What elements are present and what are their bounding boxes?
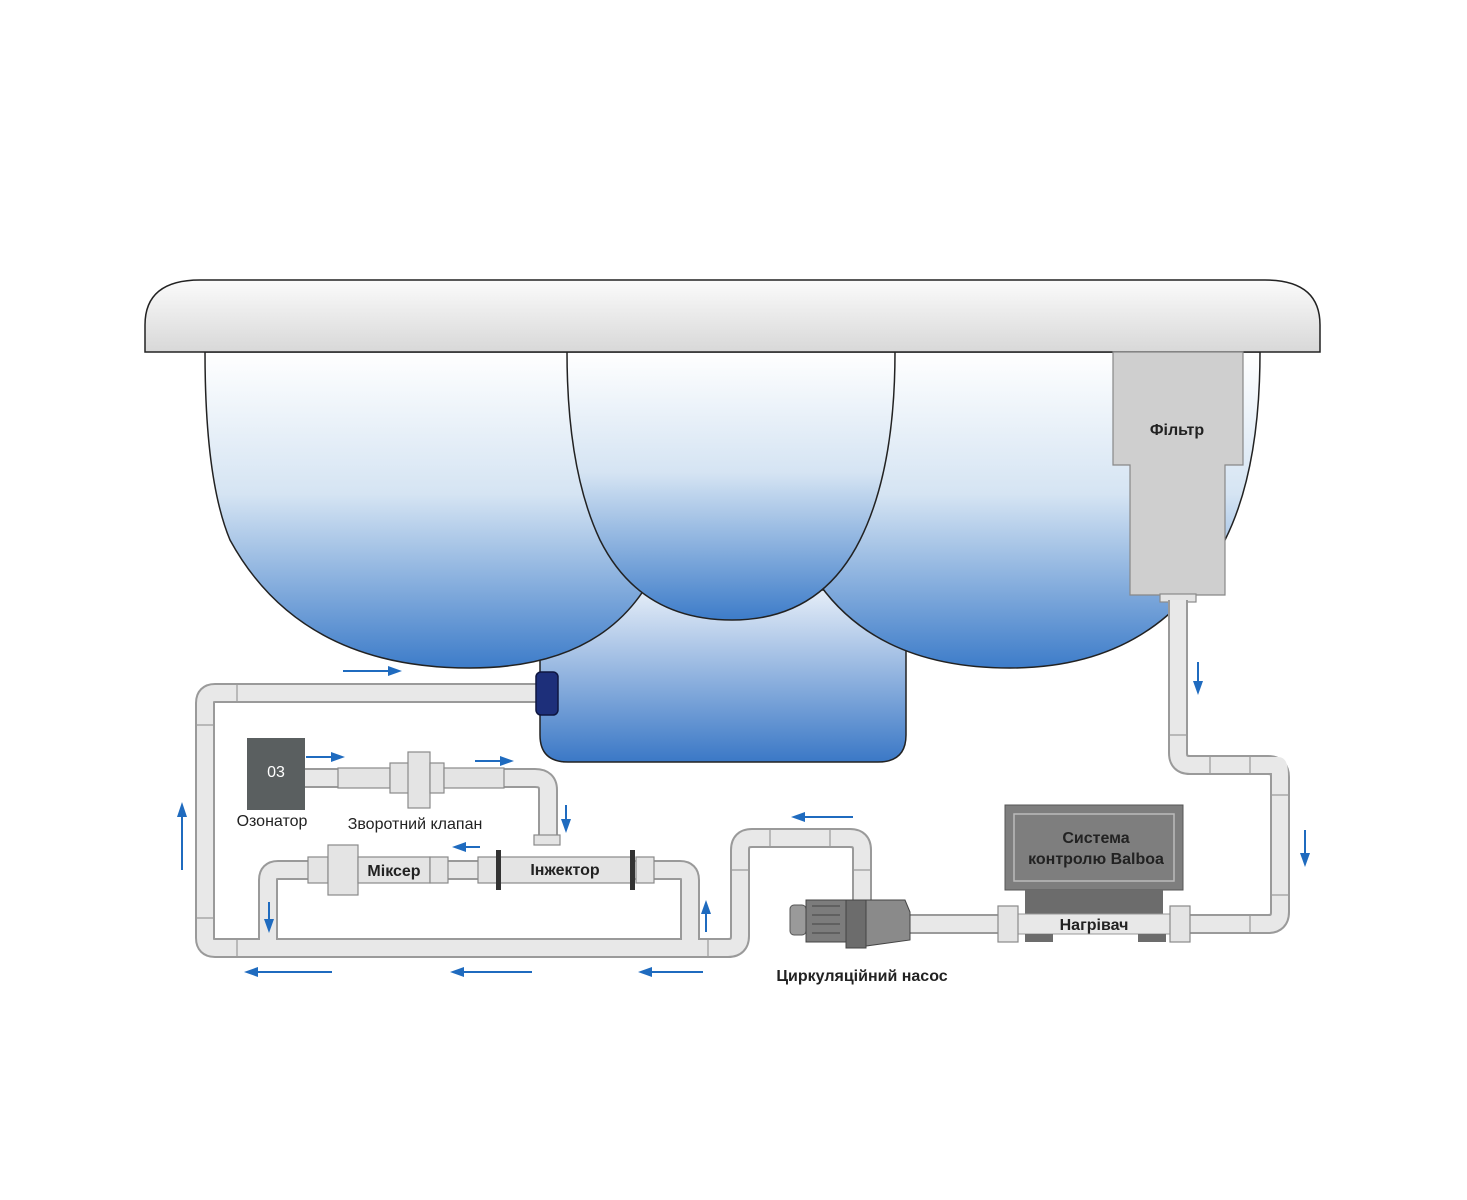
- arrow-left-icon: [638, 967, 703, 977]
- circulation-pump: Циркуляційний насос: [776, 899, 948, 985]
- arrow-up-icon: [701, 900, 711, 932]
- arrow-down-icon: [561, 805, 571, 833]
- arrow-left-icon: [450, 967, 532, 977]
- heater: Нагрівач: [997, 905, 1191, 943]
- jet-fitting: [535, 671, 559, 716]
- ozone-branch: Зворотний клапан: [300, 751, 561, 846]
- arrow-left-icon: [452, 842, 480, 852]
- arrow-right-icon: [475, 756, 514, 766]
- ozonator-box-label: 03: [267, 764, 285, 781]
- arrow-right-icon: [306, 752, 345, 762]
- arrow-down-icon: [1300, 830, 1310, 867]
- filter-label: Фільтр: [1150, 422, 1205, 439]
- arrow-left-icon: [791, 812, 853, 822]
- arrow-down-icon: [264, 902, 274, 933]
- arrow-down-icon: [1193, 662, 1203, 695]
- ozonator-label: Озонатор: [237, 813, 308, 830]
- balboa-control-system: Система контролю Balboa: [1004, 804, 1184, 914]
- control-label-line2: контролю Balboa: [1028, 851, 1164, 868]
- filter: Фільтр: [1112, 351, 1244, 603]
- left-seat: [204, 351, 651, 669]
- mixer-label: Міксер: [367, 863, 420, 880]
- flow-arrows: [177, 662, 1310, 977]
- footwell: [539, 589, 907, 763]
- arrow-up-icon: [177, 802, 187, 870]
- injector-label: Інжектор: [530, 862, 600, 879]
- arrow-left-icon: [244, 967, 332, 977]
- main-pipe-loop: [195, 600, 1290, 958]
- pump-label: Циркуляційний насос: [776, 968, 947, 985]
- check-valve-label: Зворотний клапан: [348, 816, 483, 833]
- heater-label: Нагрівач: [1060, 917, 1129, 934]
- center-seat: [566, 351, 896, 621]
- ozonator: 03 Озонатор: [237, 738, 308, 830]
- arrow-right-icon: [343, 666, 402, 676]
- tub-rim: [144, 279, 1321, 353]
- control-label-line1: Система: [1062, 830, 1129, 847]
- injector-branch: Міксер Інжектор: [258, 844, 700, 940]
